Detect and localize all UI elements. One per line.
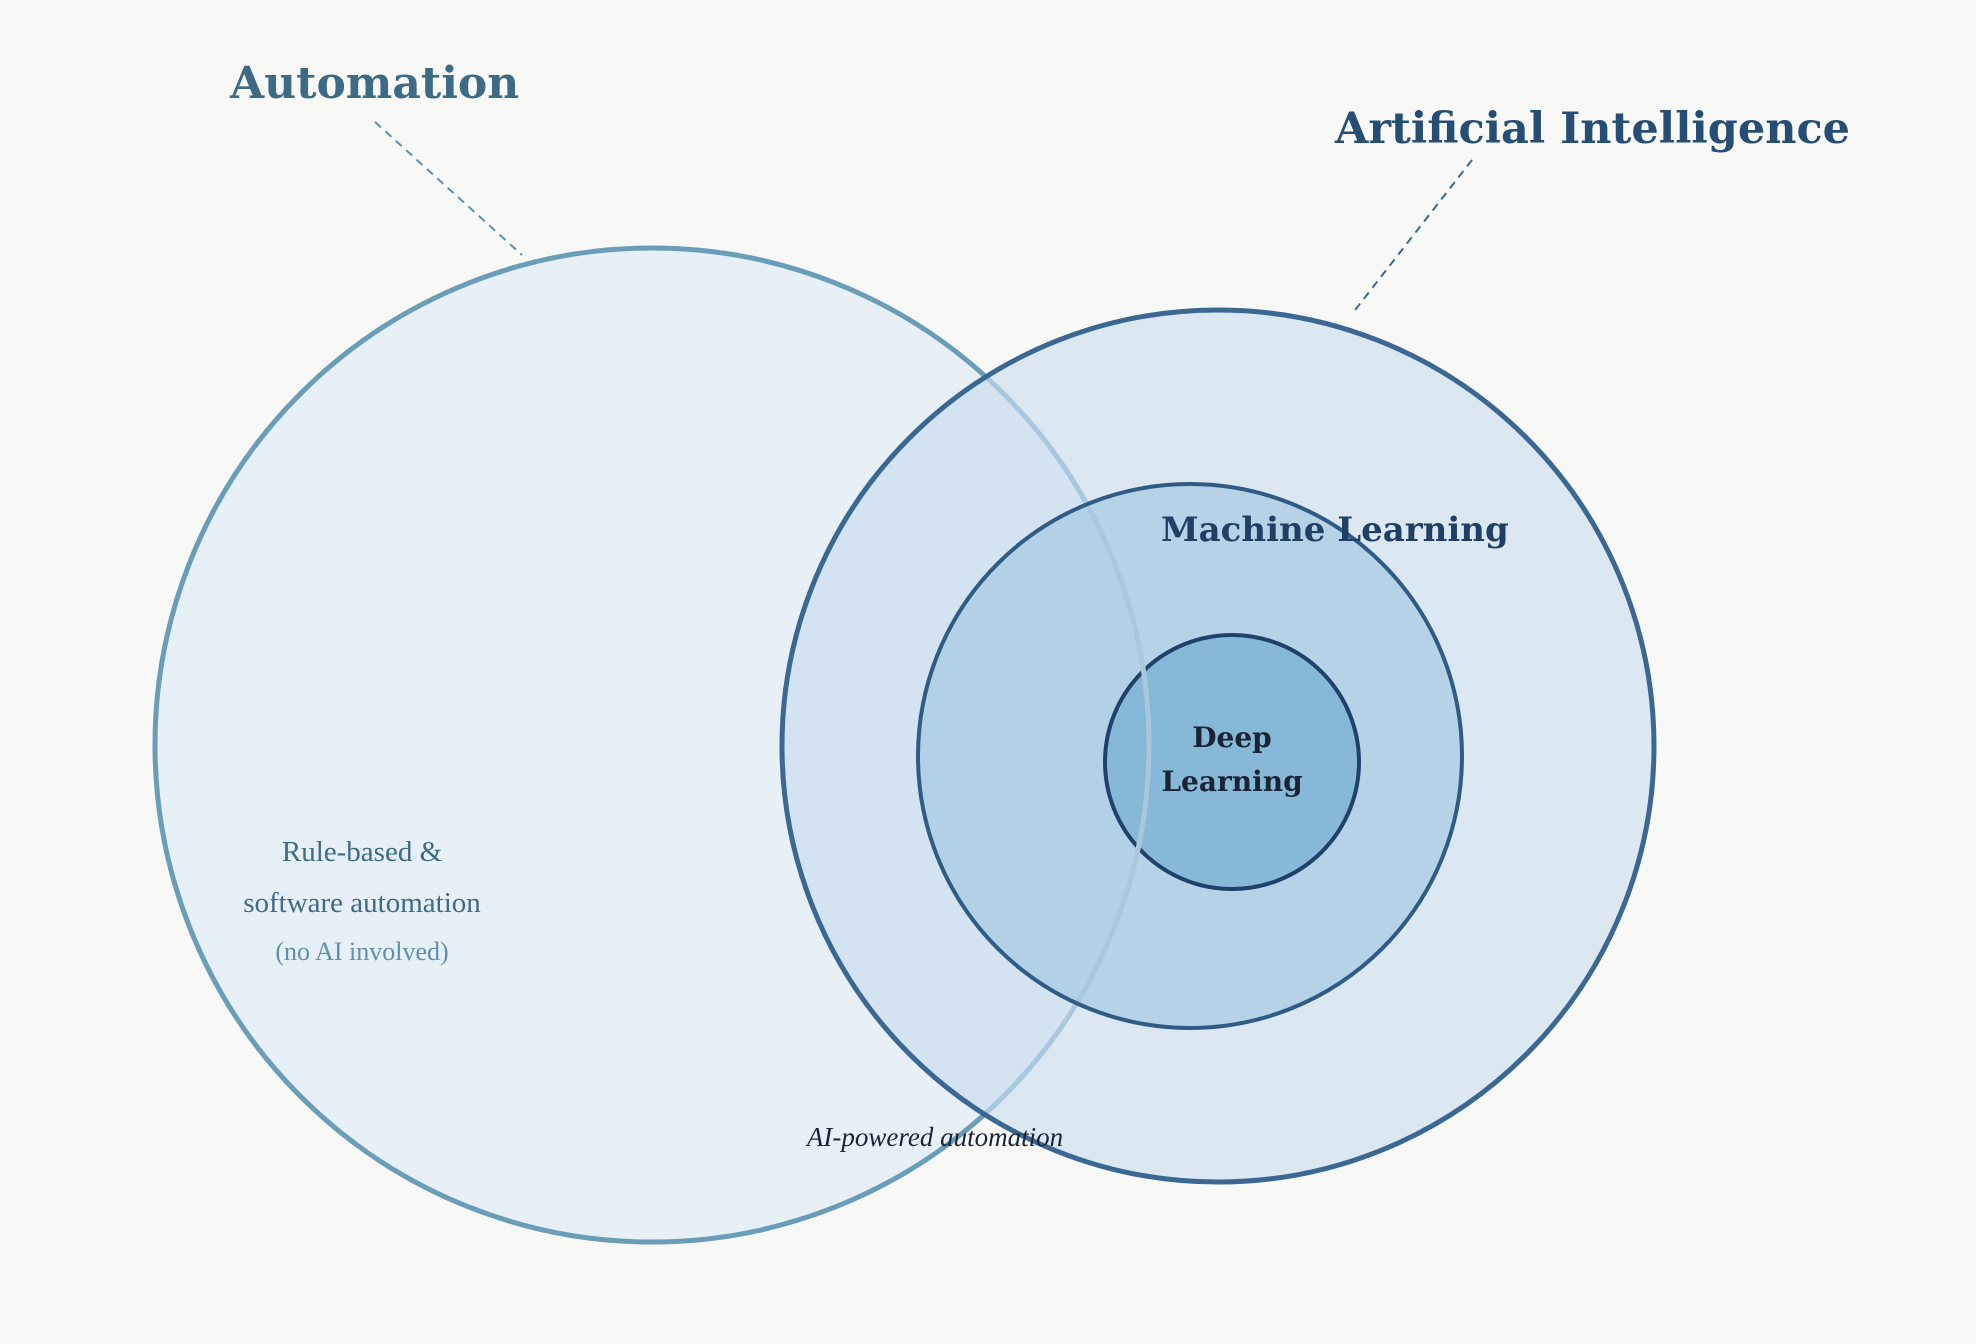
deep-learning-circle bbox=[1103, 633, 1361, 891]
rule-based-line1: Rule-based & bbox=[282, 836, 443, 868]
automation-title: Automation bbox=[229, 58, 519, 109]
machine-learning-label: Machine Learning bbox=[1161, 510, 1509, 550]
ai-powered-label: AI-powered automation bbox=[805, 1122, 1063, 1152]
machine-learning-outline bbox=[916, 482, 1464, 1030]
ai-leader-line bbox=[1351, 159, 1473, 315]
automation-outline-overlap bbox=[782, 310, 1152, 1182]
automation-leader-line bbox=[374, 121, 523, 256]
deep-learning-label-line2: Learning bbox=[1161, 765, 1302, 798]
rule-based-line2: software automation bbox=[243, 887, 481, 919]
ai-title: Artificial Intelligence bbox=[1334, 104, 1850, 154]
deep-learning-label-line1: Deep bbox=[1192, 721, 1272, 754]
ai-outline bbox=[779, 307, 1657, 1185]
rule-based-line3: (no AI involved) bbox=[275, 937, 448, 966]
